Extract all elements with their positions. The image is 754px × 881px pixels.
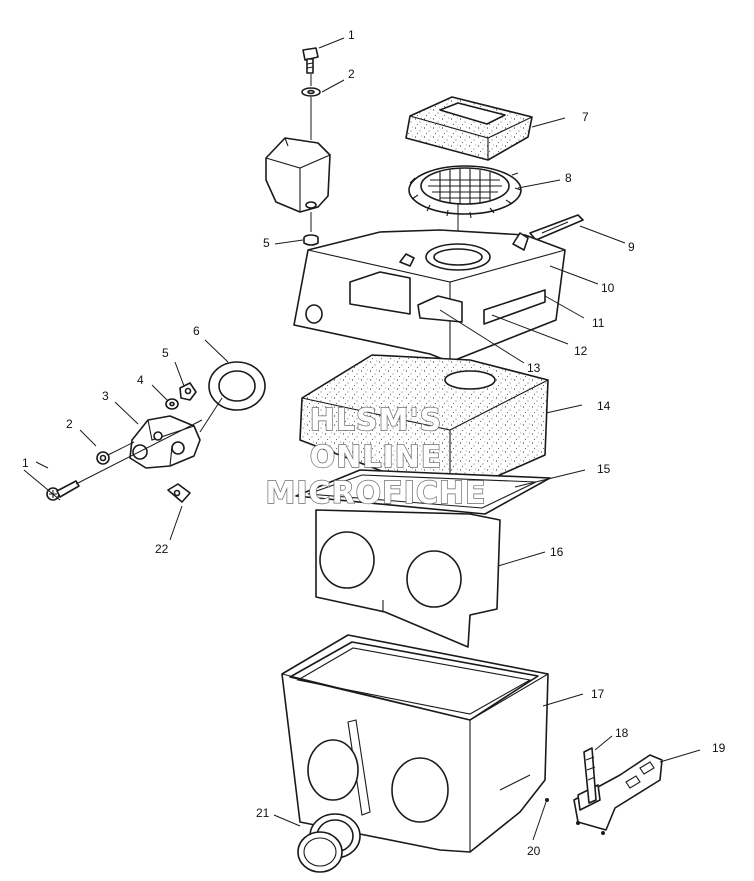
washer xyxy=(301,87,321,97)
callout-13: 13 xyxy=(527,361,541,375)
callout-2: 2 xyxy=(348,67,355,81)
outer-foam-element xyxy=(405,96,533,161)
callout-8: 8 xyxy=(565,171,572,185)
baffle-plate xyxy=(315,509,501,648)
small-fastener xyxy=(545,798,549,802)
callout-9: 9 xyxy=(628,240,635,254)
callout-17: 17 xyxy=(591,687,605,701)
leader-lines xyxy=(23,37,701,841)
callout-22: 22 xyxy=(155,542,169,556)
watermark-line-2: ONLINE xyxy=(310,440,443,475)
callout-11: 11 xyxy=(592,316,605,330)
callout-7: 7 xyxy=(582,110,589,124)
callout-16: 16 xyxy=(550,545,564,559)
airbox-lid xyxy=(293,229,566,363)
watermark-line-1: HLSM'S xyxy=(310,403,442,438)
watermark: HLSM'S ONLINE MICROFICHE xyxy=(265,402,487,511)
airbox-base xyxy=(281,634,549,853)
callout-left-5: 5 xyxy=(162,346,169,360)
grommet xyxy=(303,234,319,246)
hose-clamp xyxy=(167,483,191,503)
callout-left-4: 4 xyxy=(137,373,144,387)
callout-left-1: 1 xyxy=(22,456,29,470)
strap xyxy=(583,747,597,804)
callout-left-2: 2 xyxy=(66,417,73,431)
lock-washer xyxy=(96,451,110,465)
callout-15: 15 xyxy=(597,462,611,476)
main-foam-filter xyxy=(299,354,549,498)
watermark-line-3: MICROFICHE xyxy=(266,476,487,511)
left-screw xyxy=(46,480,80,501)
callout-numbers: 1 2 5 7 8 9 10 11 12 13 14 15 16 17 18 1… xyxy=(22,28,726,858)
callout-18: 18 xyxy=(615,726,629,740)
retaining-clip xyxy=(529,214,584,241)
o-ring-seal xyxy=(208,361,266,411)
callout-19: 19 xyxy=(712,741,726,755)
screw xyxy=(302,47,319,74)
callout-14: 14 xyxy=(597,399,611,413)
nut xyxy=(179,382,197,401)
small-washer xyxy=(165,398,179,410)
callout-left-6: 6 xyxy=(193,324,200,338)
valve-body xyxy=(129,415,201,469)
callout-1: 1 xyxy=(348,28,355,42)
intake-boot xyxy=(297,813,361,873)
breather-cover xyxy=(265,137,331,213)
callout-12: 12 xyxy=(574,344,588,358)
callout-10: 10 xyxy=(601,281,615,295)
air-filter-grille xyxy=(408,165,522,219)
callout-5: 5 xyxy=(263,236,270,250)
callout-left-3: 3 xyxy=(102,389,109,403)
callout-20: 20 xyxy=(527,844,541,858)
callout-21: 21 xyxy=(256,806,270,820)
